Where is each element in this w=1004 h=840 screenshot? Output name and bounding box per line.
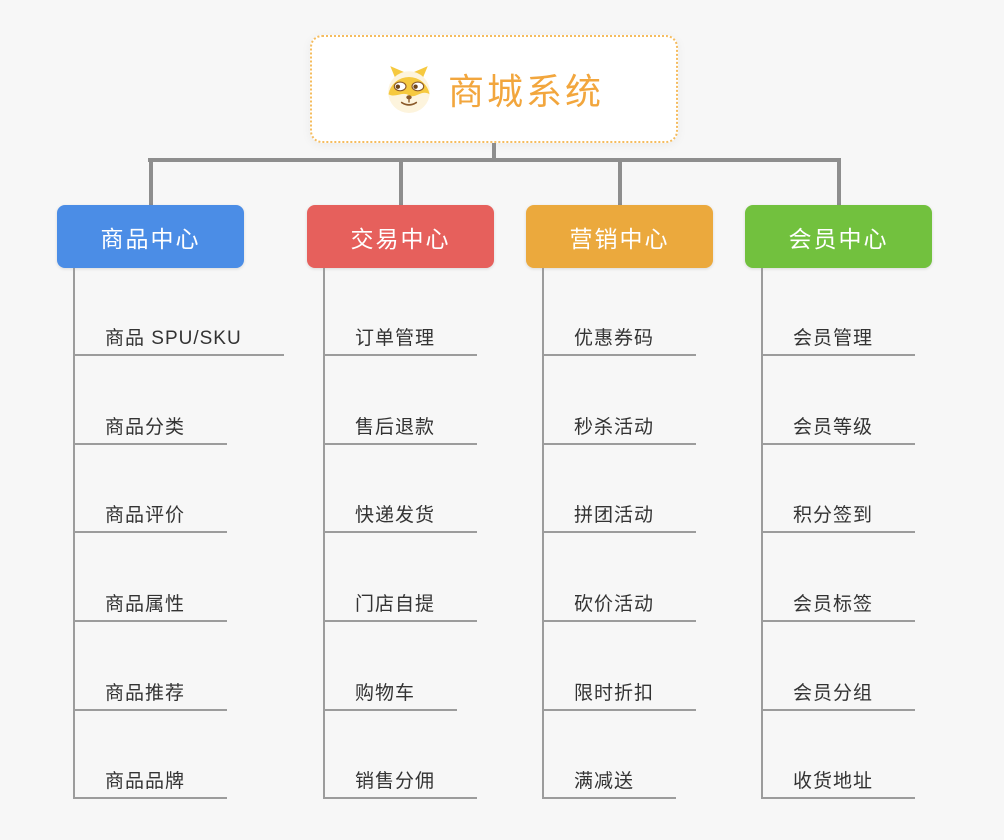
child-label: 商品推荐 [105, 683, 186, 704]
child-label: 积分签到 [793, 505, 874, 526]
root-title: 商城系统 [447, 71, 604, 112]
child-item[interactable]: 砍价活动 [542, 580, 697, 622]
top-horizontal-connector [148, 158, 840, 162]
child-item[interactable]: 优惠券码 [542, 314, 697, 356]
branch-header-3[interactable]: 会员中心 [745, 205, 932, 268]
branch-child-connector [542, 268, 544, 799]
root-stem-connector [492, 143, 496, 162]
child-label: 会员分组 [793, 683, 874, 704]
branch-label: 商品中心 [100, 225, 201, 252]
child-item[interactable]: 门店自提 [323, 580, 478, 622]
child-item[interactable]: 商品品牌 [73, 757, 228, 799]
child-item[interactable]: 满减送 [542, 757, 677, 799]
child-item[interactable]: 购物车 [323, 669, 458, 711]
child-label: 砍价活动 [574, 594, 655, 615]
child-item[interactable]: 会员标签 [761, 580, 916, 622]
child-item[interactable]: 商品 SPU/SKU [73, 314, 284, 356]
branch-label: 交易中心 [350, 225, 451, 252]
child-item[interactable]: 会员管理 [761, 314, 916, 356]
child-label: 商品 SPU/SKU [105, 328, 242, 349]
branch-header-0[interactable]: 商品中心 [57, 205, 244, 268]
child-label: 拼团活动 [574, 505, 655, 526]
child-label: 售后退款 [355, 417, 436, 438]
child-label: 优惠券码 [574, 328, 655, 349]
child-item[interactable]: 售后退款 [323, 403, 478, 445]
branch-header-1[interactable]: 交易中心 [307, 205, 494, 268]
child-item[interactable]: 商品评价 [73, 491, 228, 533]
child-item[interactable]: 快递发货 [323, 491, 478, 533]
branch-drop-connector [836, 158, 841, 205]
branch-drop-connector [148, 158, 153, 205]
branch-header-2[interactable]: 营销中心 [526, 205, 713, 268]
child-label: 订单管理 [355, 328, 436, 349]
child-label: 秒杀活动 [574, 417, 655, 438]
child-label: 快递发货 [355, 505, 436, 526]
child-label: 会员标签 [793, 594, 874, 615]
child-label: 限时折扣 [574, 683, 655, 704]
child-label: 商品分类 [105, 417, 186, 438]
child-label: 会员等级 [793, 417, 874, 438]
child-label: 满减送 [574, 771, 635, 792]
branch-child-connector [761, 268, 763, 799]
child-item[interactable]: 秒杀活动 [542, 403, 697, 445]
child-label: 购物车 [355, 683, 416, 704]
child-label: 商品评价 [105, 505, 186, 526]
child-label: 商品属性 [105, 594, 186, 615]
child-item[interactable]: 商品属性 [73, 580, 228, 622]
child-item[interactable]: 限时折扣 [542, 669, 697, 711]
child-item[interactable]: 订单管理 [323, 314, 478, 356]
child-item[interactable]: 会员分组 [761, 669, 916, 711]
child-item[interactable]: 商品分类 [73, 403, 228, 445]
child-item[interactable]: 收货地址 [761, 757, 916, 799]
child-label: 收货地址 [793, 771, 874, 792]
dog-face-icon [384, 64, 434, 114]
child-label: 销售分佣 [355, 771, 436, 792]
child-label: 商品品牌 [105, 771, 186, 792]
child-item[interactable]: 商品推荐 [73, 669, 228, 711]
branch-label: 会员中心 [788, 225, 889, 252]
child-item[interactable]: 拼团活动 [542, 491, 697, 533]
branch-child-connector [73, 268, 75, 799]
child-label: 门店自提 [355, 594, 436, 615]
child-item[interactable]: 会员等级 [761, 403, 916, 445]
branch-drop-connector [617, 158, 622, 205]
branch-drop-connector [398, 158, 403, 205]
child-item[interactable]: 积分签到 [761, 491, 916, 533]
root-node[interactable]: 商城系统 [310, 35, 678, 143]
child-item[interactable]: 销售分佣 [323, 757, 478, 799]
branch-label: 营销中心 [569, 225, 670, 252]
child-label: 会员管理 [793, 328, 874, 349]
branch-child-connector [323, 268, 325, 799]
